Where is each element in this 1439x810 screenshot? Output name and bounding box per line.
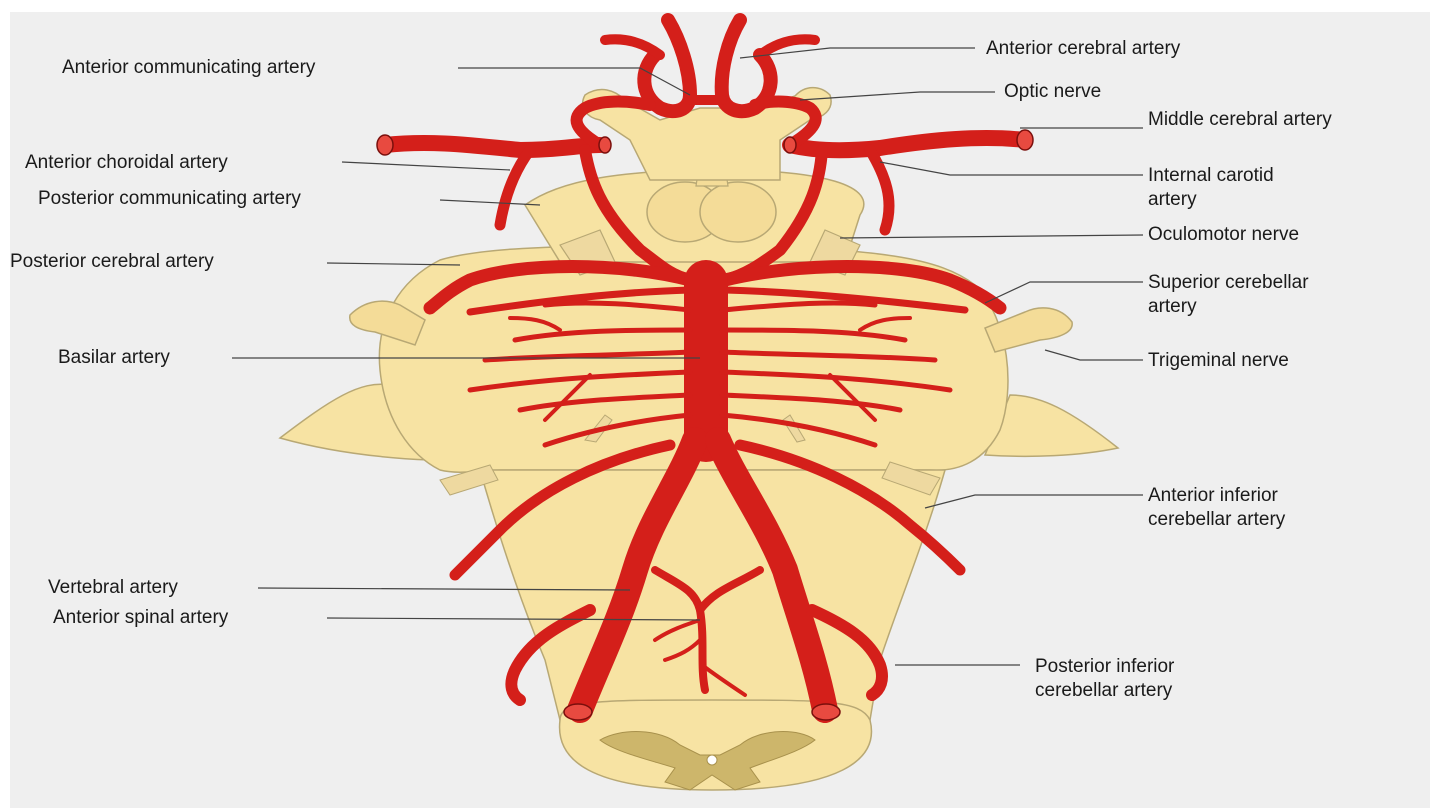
anterior-cerebral-left — [644, 20, 690, 111]
label-internal-carotid-line2: artery — [1148, 188, 1197, 211]
label-oculomotor-nerve: Oculomotor nerve — [1148, 223, 1299, 246]
anterior-choroidal-left — [500, 150, 530, 225]
label-middle-cerebral-artery: Middle cerebral artery — [1148, 108, 1332, 131]
anterior-choroidal-right — [870, 150, 889, 230]
acomm-branch-left — [605, 39, 660, 55]
label-vertebral-artery: Vertebral artery — [48, 576, 178, 599]
middle-cerebral-left — [385, 143, 600, 150]
label-trigeminal-nerve: Trigeminal nerve — [1148, 349, 1289, 372]
label-aica-line2: cerebellar artery — [1148, 508, 1285, 531]
label-pica-line1: Posterior inferior — [1035, 655, 1174, 678]
label-anterior-spinal-artery: Anterior spinal artery — [53, 606, 228, 629]
central-canal — [707, 755, 717, 765]
mammillary-right — [700, 182, 776, 242]
label-posterior-communicating-artery: Posterior communicating artery — [38, 187, 301, 210]
trigeminal-right — [985, 308, 1072, 352]
label-anterior-choroidal-artery: Anterior choroidal artery — [25, 151, 228, 174]
label-anterior-cerebral-artery: Anterior cerebral artery — [986, 37, 1180, 60]
label-anterior-communicating-artery: Anterior communicating artery — [62, 56, 315, 79]
label-pica-line2: cerebellar artery — [1035, 679, 1172, 702]
label-superior-cerebellar-line2: artery — [1148, 295, 1197, 318]
label-superior-cerebellar-line1: Superior cerebellar — [1148, 271, 1309, 294]
label-basilar-artery: Basilar artery — [58, 346, 170, 369]
label-posterior-cerebral-artery: Posterior cerebral artery — [10, 250, 214, 273]
label-internal-carotid-line1: Internal carotid — [1148, 164, 1274, 187]
label-optic-nerve: Optic nerve — [1004, 80, 1101, 103]
label-aica-line1: Anterior inferior — [1148, 484, 1278, 507]
